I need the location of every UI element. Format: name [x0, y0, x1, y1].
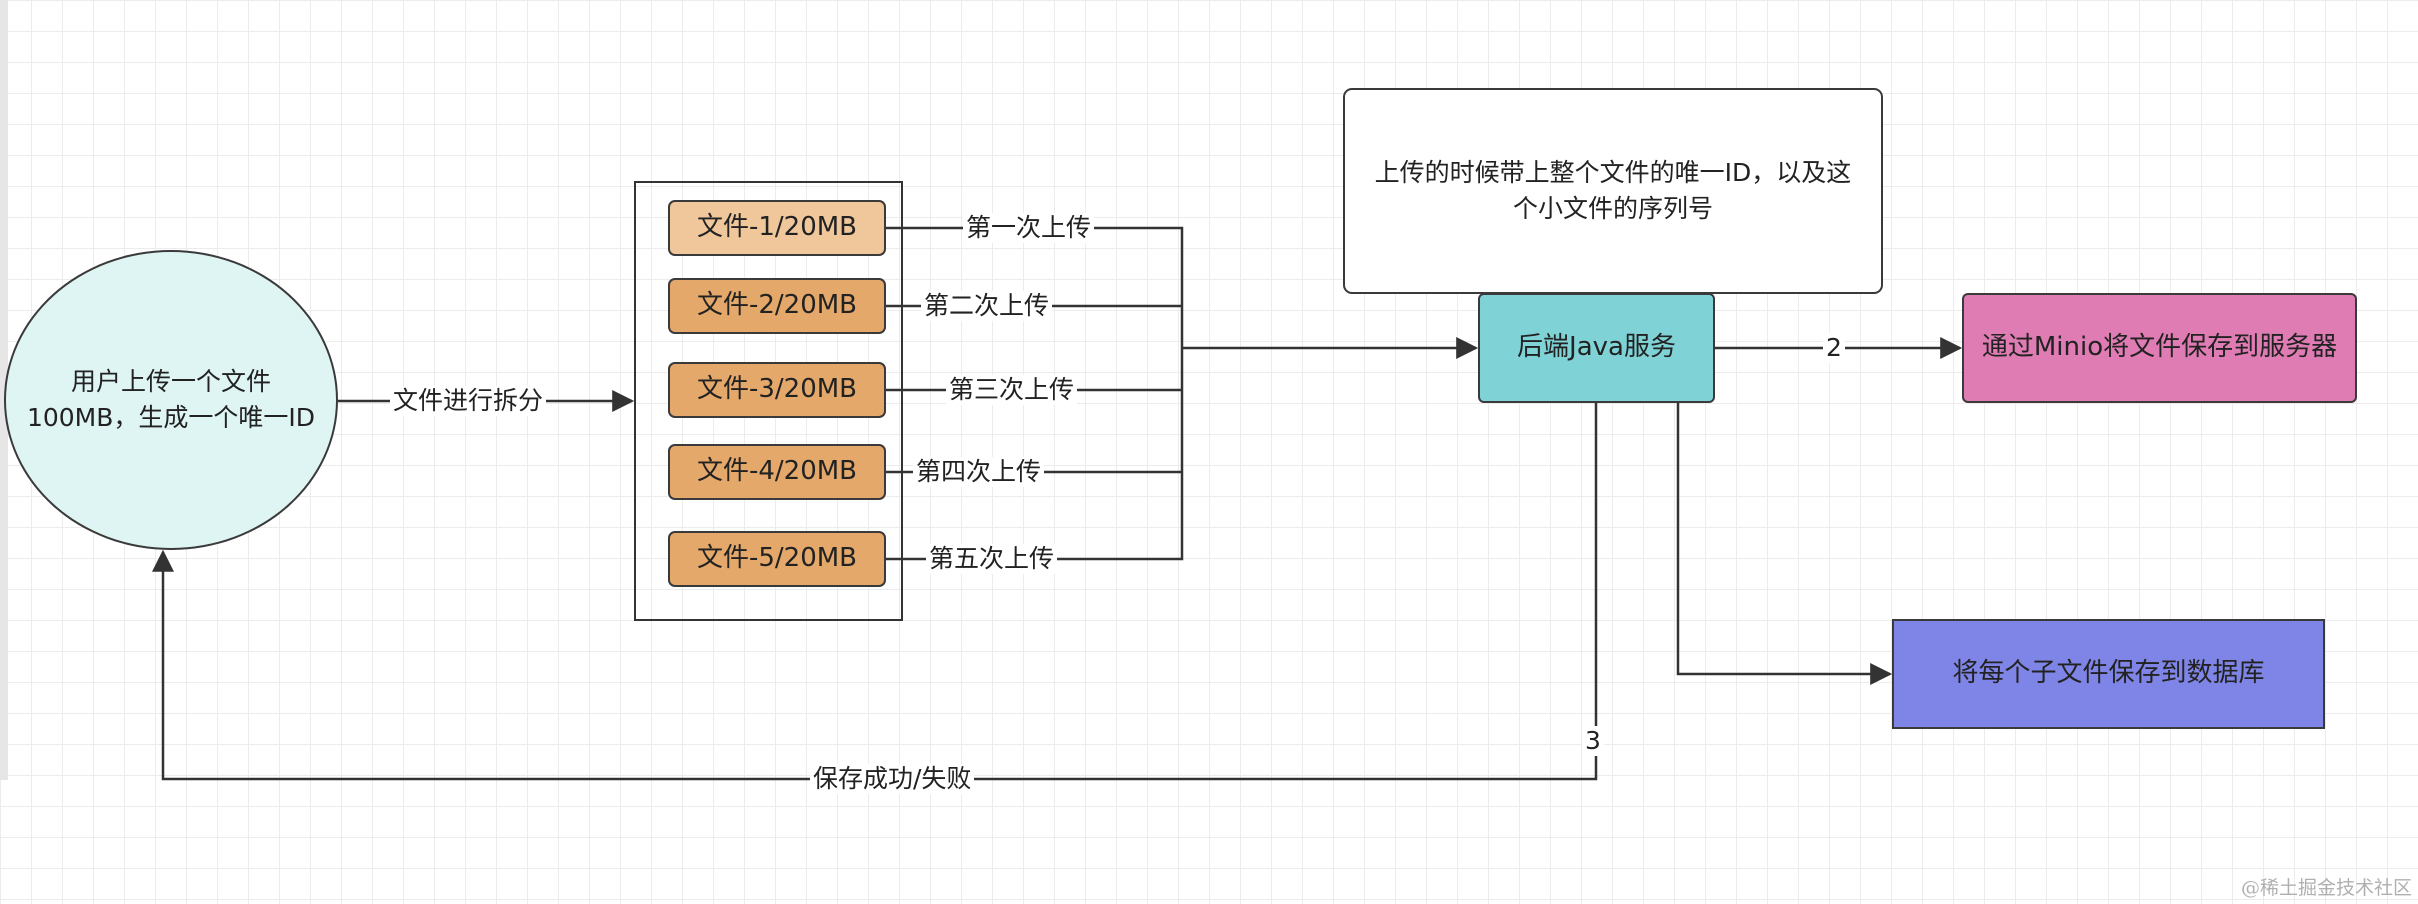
- upload-label-3: 第三次上传: [946, 375, 1078, 405]
- edge-upload-1: [886, 226, 1184, 348]
- chunk-label: 文件-4/20MB: [696, 456, 858, 487]
- upload-label-5: 第五次上传: [926, 544, 1058, 574]
- note-text: 上传的时候带上整个文件的唯一ID，以及这个小文件的序列号: [1374, 157, 1852, 223]
- upload-label-4: 第四次上传: [913, 457, 1045, 487]
- user-upload-node: 用户上传一个文件 100MB，生成一个唯一ID: [4, 250, 338, 550]
- chunk-label: 文件-2/20MB: [696, 290, 858, 321]
- minio-label: 通过Minio将文件保存到服务器: [1981, 332, 2338, 363]
- minio-storage-node: 通过Minio将文件保存到服务器: [1962, 293, 2357, 403]
- upload-label-2: 第二次上传: [921, 291, 1053, 321]
- user-upload-label: 用户上传一个文件 100MB，生成一个唯一ID: [26, 366, 316, 432]
- chunk-label: 文件-3/20MB: [696, 374, 858, 405]
- note-box: 上传的时候带上整个文件的唯一ID，以及这个小文件的序列号: [1343, 88, 1883, 294]
- step-2-label: 2: [1823, 333, 1845, 363]
- chunk-label: 文件-5/20MB: [696, 543, 858, 574]
- watermark: @稀土掘金技术社区: [2240, 877, 2412, 899]
- result-label: 保存成功/失败: [810, 764, 975, 794]
- chunk-node-2: 文件-2/20MB: [668, 278, 886, 334]
- chunk-node-3: 文件-3/20MB: [668, 362, 886, 418]
- chunk-label: 文件-1/20MB: [696, 212, 858, 243]
- split-label: 文件进行拆分: [390, 386, 547, 416]
- step-3-label: 3: [1582, 726, 1604, 756]
- upload-label-1: 第一次上传: [963, 213, 1095, 243]
- database-node: 将每个子文件保存到数据库: [1892, 619, 2325, 729]
- backend-label: 后端Java服务: [1517, 332, 1676, 363]
- chunk-node-4: 文件-4/20MB: [668, 444, 886, 500]
- edge-to-db: [1676, 403, 1893, 685]
- chunk-node-1: 文件-1/20MB: [668, 200, 886, 256]
- database-label: 将每个子文件保存到数据库: [1952, 658, 2265, 689]
- chunk-group: [634, 181, 903, 621]
- chunk-node-5: 文件-5/20MB: [668, 531, 886, 587]
- backend-service-node: 后端Java服务: [1478, 293, 1715, 403]
